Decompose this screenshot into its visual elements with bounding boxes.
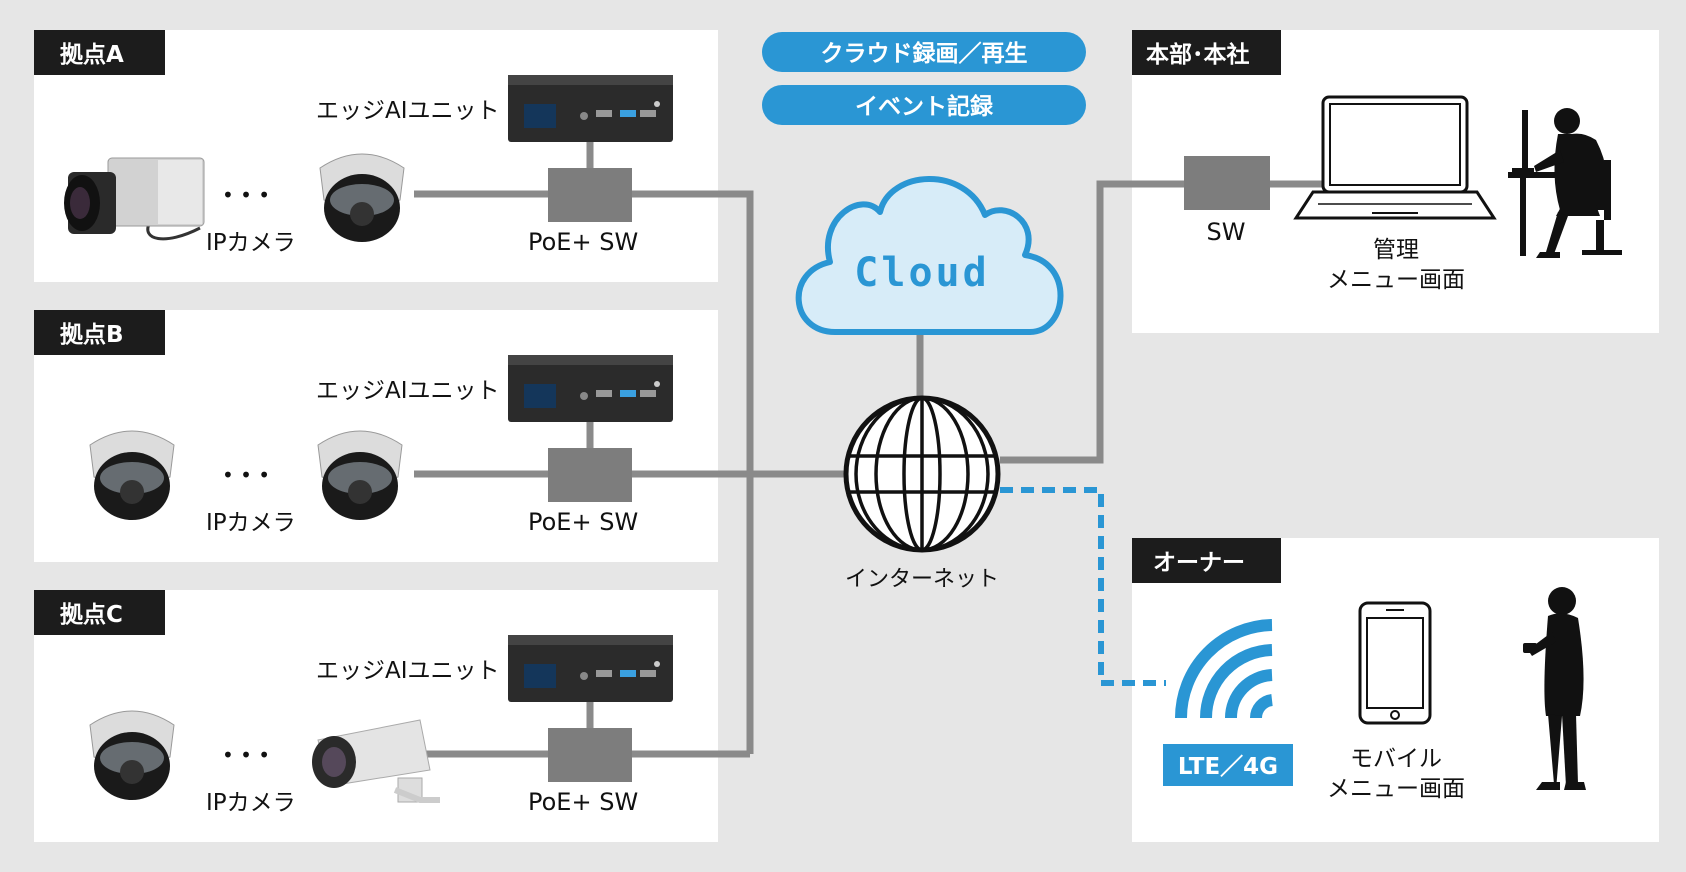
edge-ai-unit-b [508, 355, 673, 422]
office-worker-icon [1508, 108, 1622, 258]
poe-switch-c [548, 728, 632, 782]
poe-switch-label-a: PoE+ SW [528, 228, 638, 256]
cloud-recording-pill: クラウド録画／再生 [762, 32, 1086, 72]
dome-camera-c [89, 710, 175, 800]
site-a-tag: 拠点A [34, 30, 165, 75]
bullet-camera [312, 719, 440, 803]
owner-person-icon [1523, 587, 1586, 790]
dome-camera-b-right [317, 430, 403, 520]
svg-text:イベント記録: イベント記録 [855, 93, 994, 120]
tablet-icon [1358, 601, 1432, 725]
site-b-tag: 拠点B [34, 310, 165, 355]
admin-screen-label-1: 管理 [1373, 237, 1419, 263]
svg-text:LTE／4G: LTE／4G [1178, 753, 1278, 780]
edge-ai-unit-label-b: エッジAIユニット [316, 378, 500, 404]
owner-tag: オーナー [1132, 538, 1281, 583]
ip-camera-label-a: IPカメラ [206, 230, 296, 256]
ip-camera-label-b: IPカメラ [206, 510, 296, 536]
svg-text:本部･本社: 本部･本社 [1146, 41, 1250, 68]
admin-screen-label-2: メニュー画面 [1327, 267, 1465, 293]
hq-switch-label: SW [1207, 218, 1246, 246]
event-recording-pill: イベント記録 [762, 85, 1086, 125]
mobile-screen-label-1: モバイル [1350, 746, 1442, 772]
wireless-link [1000, 487, 1166, 686]
internet-label: インターネット [845, 567, 999, 592]
dome-camera-a [319, 153, 405, 242]
edge-ai-unit-c [508, 635, 673, 702]
edge-ai-unit-a [508, 75, 673, 142]
edge-ai-unit-label-a: エッジAIユニット [316, 98, 500, 124]
camera-ellipsis-a: • • • [222, 183, 270, 207]
poe-switch-b [548, 448, 632, 502]
svg-text:オーナー: オーナー [1153, 550, 1245, 576]
wired-links [414, 140, 1322, 758]
camera-ellipsis-b: • • • [222, 463, 270, 487]
internet-globe-icon [843, 395, 1001, 553]
poe-switch-label-c: PoE+ SW [528, 788, 638, 816]
lte-badge: LTE／4G [1163, 744, 1293, 786]
cloud-label: Cloud [854, 250, 989, 296]
lte-signal-icon [1175, 619, 1274, 719]
box-camera [64, 157, 205, 241]
svg-text:クラウド録画／再生: クラウド録画／再生 [821, 40, 1028, 67]
mobile-screen-label-2: メニュー画面 [1327, 776, 1465, 802]
site-c-tag: 拠点C [34, 590, 165, 635]
ip-camera-label-c: IPカメラ [206, 790, 296, 816]
svg-text:拠点B: 拠点B [60, 322, 124, 348]
poe-switch-a [548, 168, 632, 222]
laptop-icon [1293, 95, 1497, 220]
poe-switch-label-b: PoE+ SW [528, 508, 638, 536]
hq-switch [1184, 156, 1270, 210]
edge-ai-unit-label-c: エッジAIユニット [316, 658, 500, 684]
svg-text:拠点A: 拠点A [60, 42, 124, 68]
hq-tag: 本部･本社 [1132, 30, 1281, 75]
cloud-icon [795, 176, 1064, 335]
dome-camera-b-left [89, 430, 175, 520]
camera-ellipsis-c: • • • [222, 743, 270, 767]
svg-text:拠点C: 拠点C [60, 602, 123, 628]
